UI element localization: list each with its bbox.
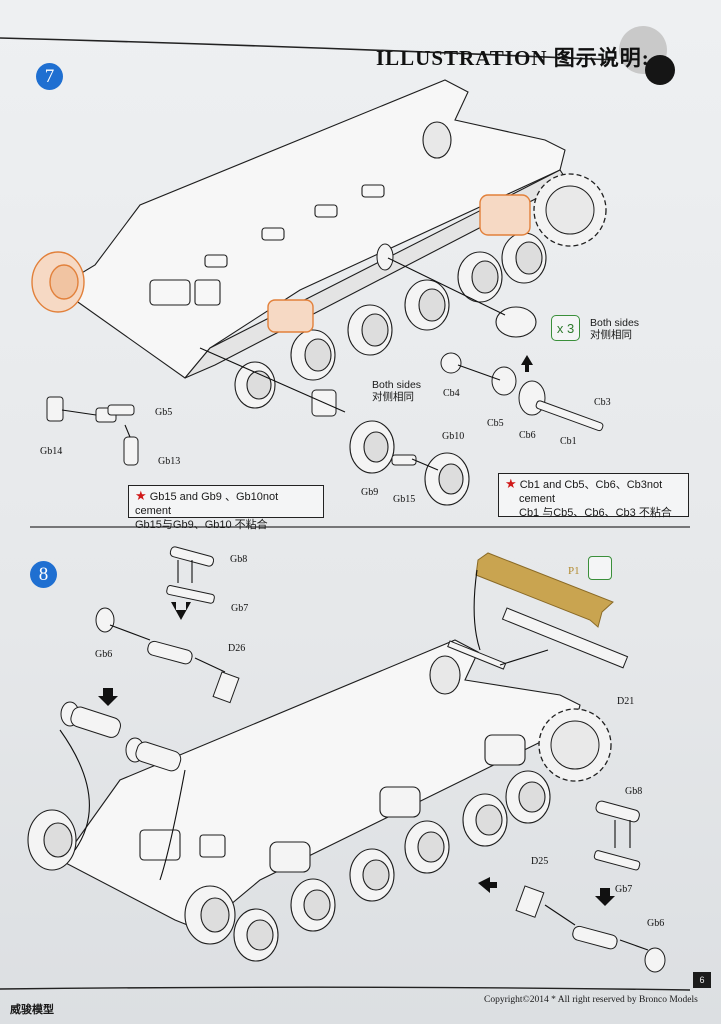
label-gb13: Gb13: [158, 456, 181, 467]
step8-small-parts: [60, 546, 666, 973]
label-gb8-top: Gb8: [230, 554, 248, 565]
page-number: 6: [693, 972, 711, 988]
note-left-line1: Gb15 and Gb9 、Gb10not cement: [135, 491, 279, 517]
step7-highlighted-parts: [31, 194, 531, 333]
step-7-badge: 7: [36, 63, 63, 90]
label-d21: D21: [617, 696, 635, 707]
both-sides-note-lower: Both sides 对侧相同: [372, 379, 421, 403]
copyright-text: Copyright©2014 * All right reserved by B…: [484, 995, 698, 1005]
note-right-line3: Cb1 与Cb5、Cb6、Cb3 不粘合: [519, 507, 672, 519]
both-sides-en: Both sides: [590, 317, 640, 329]
step8-arrows: [98, 602, 615, 906]
label-gb6-left: Gb6: [95, 649, 113, 660]
label-p1: P1: [568, 565, 580, 577]
step8-assembly-lines: [59, 560, 649, 951]
note-right-line2: cement: [519, 493, 556, 505]
footer-rule: [0, 986, 691, 991]
page-title: ILLUSTRATION 图示说明:: [376, 46, 650, 70]
label-gb5: Gb5: [155, 407, 173, 418]
label-gb7-top: Gb7: [231, 603, 249, 614]
brand-logo-text: 威骏模型: [10, 1004, 54, 1016]
both-sides-note-upper: Both sides 对侧相同: [590, 317, 639, 341]
both-sides-cn: 对侧相同: [372, 391, 414, 403]
label-gb9: Gb9: [361, 487, 379, 498]
step8-hull: [59, 639, 581, 931]
label-cb6: Cb6: [519, 430, 536, 441]
paint-instruction-box: [588, 556, 612, 580]
label-gb10: Gb10: [442, 431, 465, 442]
step7-road-wheels: [234, 232, 547, 506]
star-icon: ★: [505, 476, 517, 491]
step8-road-wheels: [27, 734, 551, 962]
step7-assembly-lines: [61, 257, 506, 471]
label-cb1: Cb1: [560, 436, 577, 447]
label-gb7-right: Gb7: [615, 884, 633, 895]
label-cb4: Cb4: [443, 388, 460, 399]
cement-note-right: ★ Cb1 and Cb5、Cb6、Cb3not cement Cb1 与Cb5…: [498, 473, 689, 519]
up-arrow-icon: [521, 355, 533, 372]
label-d26: D26: [228, 643, 246, 654]
both-sides-cn: 对侧相同: [590, 329, 632, 341]
step8-sprocket: [538, 708, 612, 782]
photo-etch-part: [475, 552, 614, 628]
note-left-line2: Gb15与Gb9、Gb10 不粘合: [135, 519, 268, 531]
step-8-badge: 8: [30, 561, 57, 588]
label-gb14: Gb14: [40, 446, 63, 457]
cement-note-left: ★ Gb15 and Gb9 、Gb10not cement Gb15与Gb9、…: [128, 485, 324, 531]
step7-sprocket: [533, 173, 607, 247]
multiplier-badge: x 3: [551, 315, 580, 341]
label-gb15: Gb15: [393, 494, 416, 505]
label-cb3: Cb3: [594, 397, 611, 408]
label-d25: D25: [531, 856, 549, 867]
star-icon: ★: [135, 488, 147, 503]
header-decoration: [0, 26, 675, 85]
both-sides-en: Both sides: [372, 379, 422, 391]
label-gb6-right: Gb6: [647, 918, 665, 929]
label-cb5: Cb5: [487, 418, 504, 429]
label-gb8-right: Gb8: [625, 786, 643, 797]
note-right-line1: Cb1 and Cb5、Cb6、Cb3not: [519, 479, 663, 491]
